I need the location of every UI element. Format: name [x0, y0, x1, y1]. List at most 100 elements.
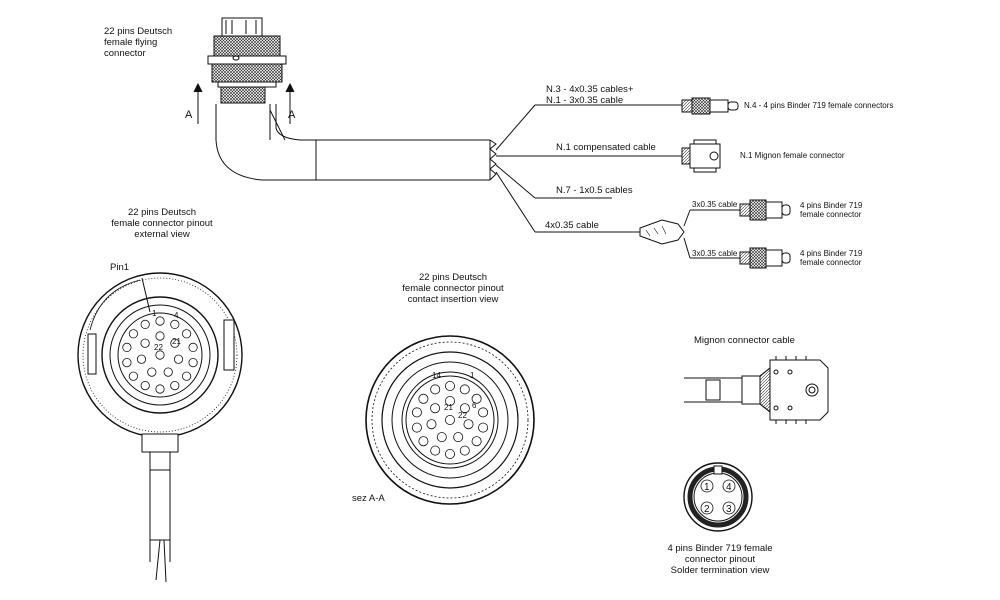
section-mark-right: A [288, 109, 296, 121]
external-view-drawing [77, 272, 243, 583]
mignon-connector-drawing [681, 139, 721, 173]
cable-n1-label: N.1 - 3x0.35 cable [546, 95, 624, 106]
insertion-pin-hole [436, 432, 447, 443]
section-aa-label: sez A-A [352, 493, 385, 504]
insertion-pin-hole [478, 407, 489, 418]
insertion-pin-hole [418, 393, 429, 404]
insertion-pin-hole [430, 403, 441, 414]
insertion-pin-hole [411, 407, 422, 418]
insertion-pin-hole [430, 445, 441, 456]
cable-n7-label: N.7 - 1x0.5 cables [556, 185, 633, 196]
binder-a-label: 4 pins Binder 719 female connector [800, 201, 862, 219]
external-pin-hole [155, 316, 165, 326]
external-pin-hole [188, 342, 198, 352]
insertion-pin-hole [459, 403, 470, 414]
insertion-view-label-line: 22 pins Deutsch [418, 272, 488, 283]
binder-pinout-label: 4 pins Binder 719 female connector pinou… [650, 543, 790, 576]
insertion-view-pins [411, 380, 489, 459]
binder-pinout-label-line: 4 pins Binder 719 female [667, 543, 773, 554]
external-pin-numbers: 1 4 21 22 [152, 309, 181, 352]
ins-pin-22: 22 [458, 411, 467, 420]
insertion-pin-hole [444, 448, 455, 459]
binder-b-label-line: female connector [800, 258, 862, 267]
external-pin-hole [188, 357, 198, 368]
binder-b-label: 4 pins Binder 719 female connector [800, 249, 862, 267]
flying-connector-label-line: connector [104, 48, 146, 59]
external-pin-hole [140, 380, 150, 391]
insertion-pin-hole [453, 432, 464, 443]
external-pin-hole [170, 380, 180, 391]
binder-pinout-drawing [683, 462, 753, 532]
external-view-pins [122, 316, 198, 394]
section-mark-left: A [185, 109, 193, 121]
binder-b-label-line: 4 pins Binder 719 [800, 249, 863, 258]
external-pin-hole [140, 319, 150, 329]
insertion-view-label: 22 pins Deutsch female connector pinout … [388, 272, 518, 305]
ins-pin-1: 1 [470, 371, 475, 380]
flying-connector-label-line: female flying [104, 37, 158, 48]
binder-4-label: N.4 - 4 pins Binder 719 female connector… [744, 101, 894, 110]
external-pin-hole [122, 357, 132, 368]
insertion-view-drawing [365, 335, 535, 505]
external-pin-hole [170, 319, 180, 329]
insertion-pin-hole [444, 395, 455, 406]
binder-pin-4: 4 [726, 482, 732, 493]
external-view-label-line: 22 pins Deutsch [127, 207, 197, 218]
ins-pin-21: 21 [444, 403, 453, 412]
main-cable-drawing [315, 139, 497, 181]
section-marks: A A [185, 109, 296, 121]
insertion-pin-numbers: 14 1 21 22 6 [432, 371, 477, 420]
external-pin-hole [173, 354, 184, 364]
insertion-pin-hole [459, 445, 470, 456]
flying-connector-drawing [193, 17, 316, 181]
insertion-pin-hole [478, 422, 489, 433]
mignon-cable-detail-drawing [684, 356, 829, 424]
external-pin-hole [140, 338, 150, 348]
binder-a-label-line: female connector [800, 210, 862, 219]
binder-pin-2: 2 [704, 504, 710, 515]
binder-pin-1: 1 [704, 482, 710, 493]
external-pin-hole [128, 329, 138, 339]
insertion-pin-hole [471, 393, 482, 404]
pin1-label: Pin1 [110, 262, 130, 273]
ins-pin-14: 14 [432, 371, 441, 380]
cable-4x035-label: 4x0.35 cable [545, 220, 599, 231]
external-view-label-line: external view [134, 229, 190, 240]
ext-pin-4: 4 [174, 311, 179, 320]
insertion-pin-hole [418, 436, 429, 447]
insertion-pin-hole [430, 384, 441, 395]
external-pin-hole [147, 367, 157, 377]
cable-n3-label: N.3 - 4x0.35 cables+ [546, 84, 634, 95]
mignon-label: N.1 Mignon female connector [740, 151, 845, 160]
external-pin-hole [155, 331, 165, 341]
external-pin-hole [163, 367, 173, 377]
external-pin-hole [122, 342, 132, 352]
binder-a-label-line: 4 pins Binder 719 [800, 201, 863, 210]
insertion-pin-hole [426, 419, 437, 430]
insertion-pin-hole [411, 422, 422, 433]
binder-connector-top-drawing [681, 97, 739, 115]
insertion-pin-hole [444, 414, 455, 425]
external-view-label: 22 pins Deutsch female connector pinout … [98, 207, 226, 240]
external-view-label-line: female connector pinout [111, 218, 213, 229]
binder-pinout-label-line: Solder termination view [670, 565, 770, 576]
flying-connector-label-line: 22 pins Deutsch [104, 26, 173, 37]
binder-pinout-label-line: connector pinout [684, 554, 756, 565]
insertion-view-label-line: contact insertion view [407, 294, 499, 305]
ins-pin-6: 6 [472, 401, 477, 410]
insertion-pin-hole [463, 419, 474, 430]
binder-pin-3: 3 [726, 504, 732, 515]
external-pin-hole [182, 371, 192, 381]
ext-pin-21: 21 [172, 337, 181, 346]
external-pin-hole [155, 384, 165, 394]
external-pin-hole [155, 350, 165, 360]
cable-compensated-label: N.1 compensated cable [556, 142, 656, 153]
insertion-pin-hole [444, 380, 455, 391]
external-pin-hole [182, 329, 192, 339]
mignon-cable-title: Mignon connector cable [694, 335, 795, 346]
ext-pin-1: 1 [152, 309, 157, 318]
cable-fanout-drawing [495, 104, 740, 259]
external-pin-hole [128, 371, 138, 381]
insertion-view-label-line: female connector pinout [402, 283, 504, 294]
